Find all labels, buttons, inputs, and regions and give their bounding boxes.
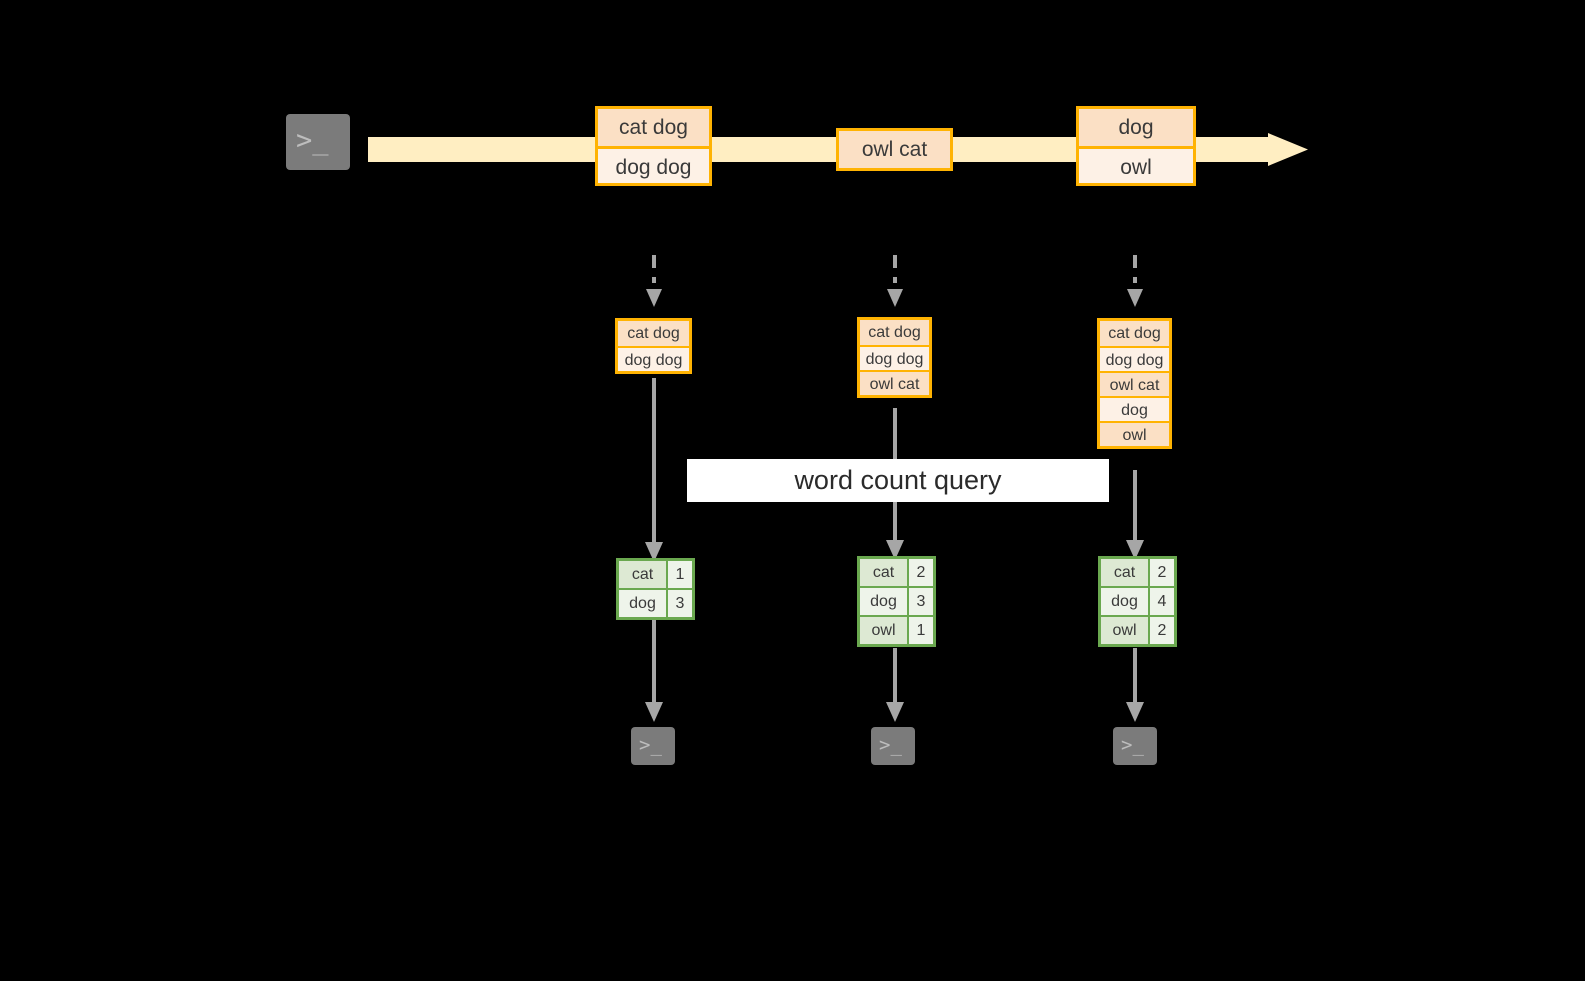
state-line: dog dog — [860, 345, 929, 370]
result-count: 1 — [666, 561, 692, 588]
terminal-prompt-glyph: >_ — [639, 734, 662, 756]
table-row: cat 2 — [1101, 559, 1174, 586]
stream-line: dog — [1079, 109, 1193, 146]
state-line: cat dog — [1100, 321, 1169, 346]
result-word: cat — [619, 561, 666, 588]
sink-terminal-icon-1: >_ — [622, 718, 684, 774]
accumulated-input-2: cat dog dog dog owl cat — [857, 317, 932, 398]
table-row: dog 3 — [619, 588, 692, 617]
table-row: cat 1 — [619, 561, 692, 588]
source-terminal-icon: >_ — [277, 105, 359, 179]
table-row: owl 1 — [860, 615, 933, 644]
result-word: dog — [1101, 588, 1148, 615]
state-to-result-connector-1 — [643, 378, 665, 562]
sink-terminal-icon-3: >_ — [1104, 718, 1166, 774]
terminal-prompt-glyph: >_ — [1121, 734, 1144, 756]
result-count: 2 — [1148, 559, 1174, 586]
stream-line: dog dog — [598, 146, 709, 183]
state-line: owl cat — [860, 370, 929, 395]
result-to-sink-connector-1 — [643, 620, 665, 722]
result-count: 3 — [666, 590, 692, 617]
stream-to-state-connector-3 — [1124, 255, 1146, 307]
result-count: 1 — [907, 617, 933, 644]
state-line: cat dog — [618, 321, 689, 346]
accumulated-input-1: cat dog dog dog — [615, 318, 692, 374]
table-row: dog 3 — [860, 586, 933, 615]
result-word: dog — [860, 588, 907, 615]
terminal-prompt-glyph: >_ — [296, 125, 329, 156]
stream-batch-1: cat dog dog dog — [595, 106, 712, 186]
result-to-sink-connector-3 — [1124, 648, 1146, 722]
result-word: owl — [1101, 617, 1148, 644]
state-to-result-connector-3 — [1124, 470, 1146, 560]
query-label-band: word count query — [687, 459, 1109, 502]
result-count: 2 — [907, 559, 933, 586]
query-label: word count query — [794, 465, 1002, 495]
state-line: cat dog — [860, 320, 929, 345]
result-count: 2 — [1148, 617, 1174, 644]
stream-batch-2: owl cat — [836, 128, 953, 171]
result-word: cat — [1101, 559, 1148, 586]
accumulated-input-3: cat dog dog dog owl cat dog owl — [1097, 318, 1172, 449]
state-line: dog — [1100, 396, 1169, 421]
result-table-1: cat 1 dog 3 — [616, 558, 695, 620]
result-to-sink-connector-2 — [884, 648, 906, 722]
result-word: dog — [619, 590, 666, 617]
state-line: owl — [1100, 421, 1169, 446]
stream-line: owl — [1079, 146, 1193, 183]
state-line: owl cat — [1100, 371, 1169, 396]
result-word: cat — [860, 559, 907, 586]
result-word: owl — [860, 617, 907, 644]
stream-line: cat dog — [598, 109, 709, 146]
table-row: dog 4 — [1101, 586, 1174, 615]
sink-terminal-icon-2: >_ — [862, 718, 924, 774]
result-table-2: cat 2 dog 3 owl 1 — [857, 556, 936, 647]
result-table-3: cat 2 dog 4 owl 2 — [1098, 556, 1177, 647]
table-row: cat 2 — [860, 559, 933, 586]
result-count: 4 — [1148, 588, 1174, 615]
result-count: 3 — [907, 588, 933, 615]
state-line: dog dog — [618, 346, 689, 371]
stream-line: owl cat — [839, 131, 950, 168]
state-line: dog dog — [1100, 346, 1169, 371]
terminal-prompt-glyph: >_ — [879, 734, 902, 756]
stream-to-state-connector-1 — [643, 255, 665, 307]
stream-batch-3: dog owl — [1076, 106, 1196, 186]
table-row: owl 2 — [1101, 615, 1174, 644]
stream-to-state-connector-2 — [884, 255, 906, 307]
